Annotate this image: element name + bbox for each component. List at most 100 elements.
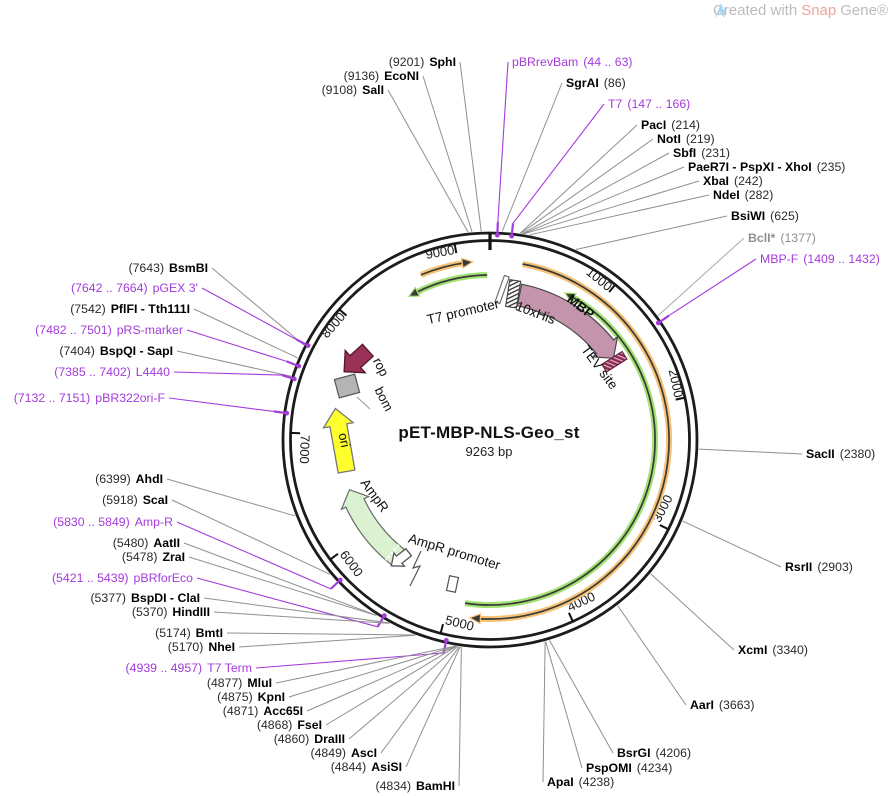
plasmid-title-block: pET-MBP-NLS-Geo_st 9263 bp	[398, 423, 579, 459]
enzyme-label[interactable]: SgrAI(86)	[566, 76, 626, 90]
site-bsiwi: BsiWI(625)	[575, 209, 799, 250]
tick-6000	[329, 553, 339, 561]
enzyme-label[interactable]: (5478)ZraI	[122, 550, 185, 564]
enzyme-label[interactable]: AarI(3663)	[690, 698, 754, 712]
enzyme-label[interactable]: (4834)BamHI	[376, 779, 456, 793]
enzyme-label[interactable]: (5918)ScaI	[102, 493, 168, 507]
feature-bom-box[interactable]	[333, 373, 361, 399]
site-econi: (9136)EcoNI	[344, 69, 473, 232]
primer-label[interactable]: (7482 .. 7501)pRS-marker	[35, 323, 183, 337]
feature-his-tag-box[interactable]	[504, 278, 522, 309]
watermark-brand: Snap	[801, 2, 837, 19]
site-paer7i-pspxi-xhoi: PaeR7I - PspXI - XhoI(235)	[522, 160, 845, 235]
enzyme-label[interactable]: NotI(219)	[657, 132, 715, 146]
primer-label[interactable]: (5421 .. 5439)pBRforEco	[52, 571, 193, 585]
site-ndei: NdeI(282)	[529, 188, 773, 236]
feature-rop-arrow[interactable]	[343, 343, 375, 374]
enzyme-label[interactable]: XcmI(3340)	[738, 643, 808, 657]
enzyme-callout-line	[545, 641, 583, 769]
feature-ori-arrow[interactable]	[322, 407, 356, 474]
enzyme-callout-line	[520, 138, 654, 234]
tick-label-7000: 7000	[297, 435, 313, 464]
enzyme-label[interactable]: SacII(2380)	[806, 447, 875, 461]
enzyme-label[interactable]: (9201)SphI	[389, 55, 456, 69]
feature-tev-site-box[interactable]	[601, 350, 628, 373]
primer-label[interactable]: (7385 .. 7402)L4440	[54, 365, 170, 379]
enzyme-label[interactable]: RsrII(2903)	[785, 560, 853, 574]
enzyme-label[interactable]: BsrGI(4206)	[617, 746, 691, 760]
green-arc-arrowhead	[563, 292, 577, 303]
feature-ampr-arrow[interactable]	[340, 488, 407, 567]
site-rsrii: RsrII(2903)	[682, 520, 853, 574]
ampr-truncation-mark	[384, 544, 400, 561]
enzyme-label[interactable]: NdeI(282)	[713, 188, 773, 202]
primer-label[interactable]: (5830 .. 5849)Amp-R	[53, 515, 173, 529]
primer-label[interactable]: pBRrevBam(44 .. 63)	[512, 55, 633, 69]
primer-label[interactable]: (4939 .. 4957)T7 Term	[126, 661, 252, 675]
enzyme-label[interactable]: (5170)NheI	[168, 640, 235, 654]
enzyme-callout-line	[617, 605, 687, 706]
primer-callout-line	[168, 397, 274, 412]
primer-label[interactable]: T7(147 .. 166)	[608, 97, 690, 111]
enzyme-label[interactable]: BsiWI(625)	[731, 209, 799, 223]
site-amp-r: (5830 .. 5849)Amp-R	[53, 515, 343, 590]
orf-arc-1	[468, 261, 673, 625]
small-open-feature-box	[445, 575, 460, 593]
enzyme-label[interactable]: (7643)BsmBI	[129, 261, 209, 275]
site-sali: (9108)SalI	[322, 83, 469, 233]
orf-arc-4	[407, 272, 488, 298]
enzyme-callout-line	[213, 611, 390, 624]
enzyme-label[interactable]: PspOMI(4234)	[586, 761, 672, 775]
primer-site-dot	[655, 320, 661, 326]
site-hindiii: (5370)HindIII	[132, 605, 390, 624]
tick-label-2000: 2000	[666, 368, 687, 399]
plasmid-size: 9263 bp	[465, 444, 513, 459]
primer-label[interactable]: (7642 .. 7664)pGEX 3'	[71, 281, 198, 295]
enzyme-callout-line	[682, 520, 782, 568]
enzyme-label[interactable]: ApaI(4238)	[547, 775, 614, 789]
site-aari: AarI(3663)	[617, 605, 754, 712]
site-asisi: (4844)AsiSI	[331, 646, 461, 774]
enzyme-label[interactable]: (5377)BspDI - ClaI	[90, 591, 200, 605]
tick-9000	[453, 242, 458, 254]
tick-5000	[439, 623, 444, 635]
enzyme-callout-line	[405, 646, 461, 768]
enzyme-label[interactable]: (4849)AscI	[310, 746, 377, 760]
enzyme-label[interactable]: (5370)HindIII	[132, 605, 210, 619]
enzyme-callout-line	[524, 180, 700, 235]
promoter-zigzag-icon	[409, 550, 422, 587]
primer-label[interactable]: (7132 .. 7151)pBR322ori-F	[14, 391, 166, 405]
enzyme-label[interactable]: (4860)DraIII	[274, 732, 345, 746]
enzyme-label[interactable]: (7542)PflFI - Tth111I	[70, 302, 190, 316]
enzyme-label[interactable]: PaeR7I - PspXI - XhoI(235)	[688, 160, 845, 174]
enzyme-callout-line	[325, 645, 457, 726]
enzyme-label[interactable]: (4875)KpnI	[217, 690, 285, 704]
enzyme-label[interactable]: BclI*(1377)	[748, 231, 816, 245]
enzyme-label[interactable]: (4877)MluI	[207, 676, 272, 690]
watermark-prefix: Created with	[712, 2, 798, 19]
enzyme-callout-line	[529, 194, 710, 236]
tick-4000	[568, 612, 574, 623]
feature-t7-promoter-shape[interactable]	[494, 274, 510, 305]
enzyme-callout-line	[166, 478, 296, 517]
enzyme-label[interactable]: (9136)EcoNI	[344, 69, 419, 83]
enzyme-label[interactable]: (4871)Acc65I	[223, 704, 303, 718]
feature-label-bom: bom	[372, 384, 397, 413]
enzyme-label[interactable]: (5480)AatII	[113, 536, 180, 550]
enzyme-callout-line	[542, 641, 546, 783]
enzyme-label[interactable]: (6399)AhdI	[95, 472, 163, 486]
primer-site-dot	[337, 577, 343, 583]
primer-callout-line	[497, 61, 509, 223]
enzyme-label[interactable]: (4868)FseI	[257, 718, 322, 732]
primer-label[interactable]: MBP-F(1409 .. 1432)	[760, 252, 880, 266]
enzyme-label[interactable]: (9108)SalI	[322, 83, 384, 97]
enzyme-callout-line	[422, 75, 473, 232]
enzyme-label[interactable]: PacI(214)	[641, 118, 700, 132]
feature-ampr-promoter-arrow[interactable]	[390, 547, 413, 568]
enzyme-label[interactable]: (7404)BspQI - SapI	[59, 344, 173, 358]
enzyme-label[interactable]: (5174)BmtI	[155, 626, 223, 640]
enzyme-label[interactable]: XbaI(242)	[703, 174, 763, 188]
enzyme-label[interactable]: (4844)AsiSI	[331, 760, 402, 774]
enzyme-label[interactable]: SbfI(231)	[673, 146, 730, 160]
